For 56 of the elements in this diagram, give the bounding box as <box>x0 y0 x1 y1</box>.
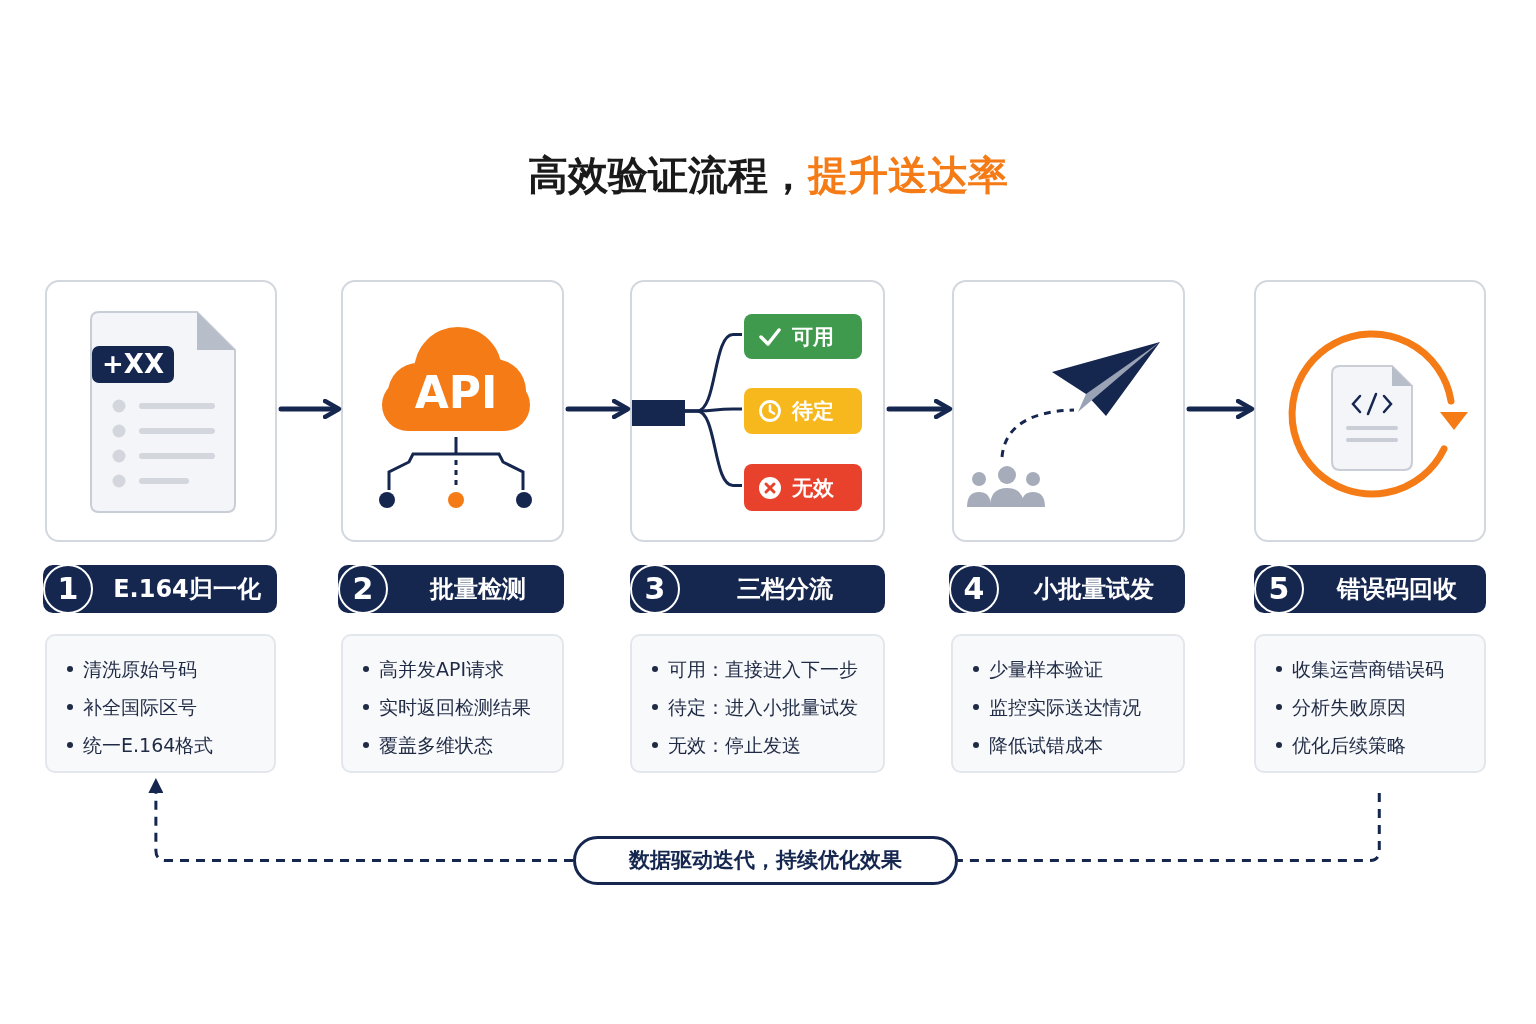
bullet-item: 无效：停止发送 <box>668 733 801 758</box>
step-header <box>630 565 885 613</box>
step-title: 批量检测 <box>428 574 527 605</box>
step-header <box>1254 565 1486 613</box>
icon-card <box>1254 280 1486 542</box>
bullet-item: 收集运营商错误码 <box>1292 657 1444 682</box>
step-number: 5 <box>1254 564 1304 614</box>
bullet-item: 降低试错成本 <box>989 733 1103 758</box>
step-number: 3 <box>630 564 680 614</box>
bullet-item: 高并发API请求 <box>379 657 505 682</box>
bullet-item: 少量样本验证 <box>989 657 1103 682</box>
bullet-list-box <box>45 634 276 773</box>
status-label: 可用 <box>792 323 834 351</box>
bullet-item: 实时返回检测结果 <box>379 695 531 720</box>
arrow <box>886 398 953 420</box>
feedback-line <box>958 793 1381 862</box>
icon-card <box>45 280 277 542</box>
bullet-item: 可用：直接进入下一步 <box>668 657 858 682</box>
step-title: 三档分流 <box>735 574 834 605</box>
status-pill <box>744 464 862 511</box>
step-title: 错误码回收 <box>1335 574 1458 605</box>
status-pill <box>744 388 862 434</box>
bullet-item: 清洗原始号码 <box>83 657 197 682</box>
step-header <box>43 565 277 613</box>
feedback-arrow <box>148 778 573 862</box>
step-header <box>949 565 1185 613</box>
icon-card <box>341 280 564 542</box>
arrow <box>1186 398 1255 420</box>
bullet-item: 补全国际区号 <box>83 695 197 720</box>
step-number: 1 <box>43 564 93 614</box>
status-pill <box>744 314 862 359</box>
arrow <box>278 398 342 420</box>
step-number: 4 <box>949 564 999 614</box>
bullet-list-box <box>630 634 885 773</box>
icon-card <box>630 280 885 542</box>
arrow <box>565 398 631 420</box>
step-title: E.164归一化 <box>112 574 262 605</box>
title: 高效验证流程，提升送达率 <box>528 152 1008 198</box>
bullet-item: 优化后续策略 <box>1292 733 1406 758</box>
bullet-item: 覆盖多维状态 <box>379 733 493 758</box>
icon-card <box>952 280 1185 542</box>
country-code-tag: +XX <box>92 346 174 383</box>
step-title: 小批量试发 <box>1032 574 1155 605</box>
loop-label-pill: 数据驱动迭代，持续优化效果 <box>573 836 958 885</box>
bullet-item: 监控实际送达情况 <box>989 695 1141 720</box>
bullet-item: 待定：进入小批量试发 <box>668 695 858 720</box>
trunk-bar <box>632 400 685 426</box>
bullet-list-box <box>341 634 564 773</box>
step-number: 2 <box>338 564 388 614</box>
bullet-list-box <box>1254 634 1486 773</box>
bullet-item: 统一E.164格式 <box>83 733 214 758</box>
bullet-item: 分析失败原因 <box>1292 695 1406 720</box>
status-label: 无效 <box>792 474 834 502</box>
bullet-list-box <box>951 634 1185 773</box>
step-header <box>338 565 564 613</box>
status-label: 待定 <box>792 398 834 425</box>
